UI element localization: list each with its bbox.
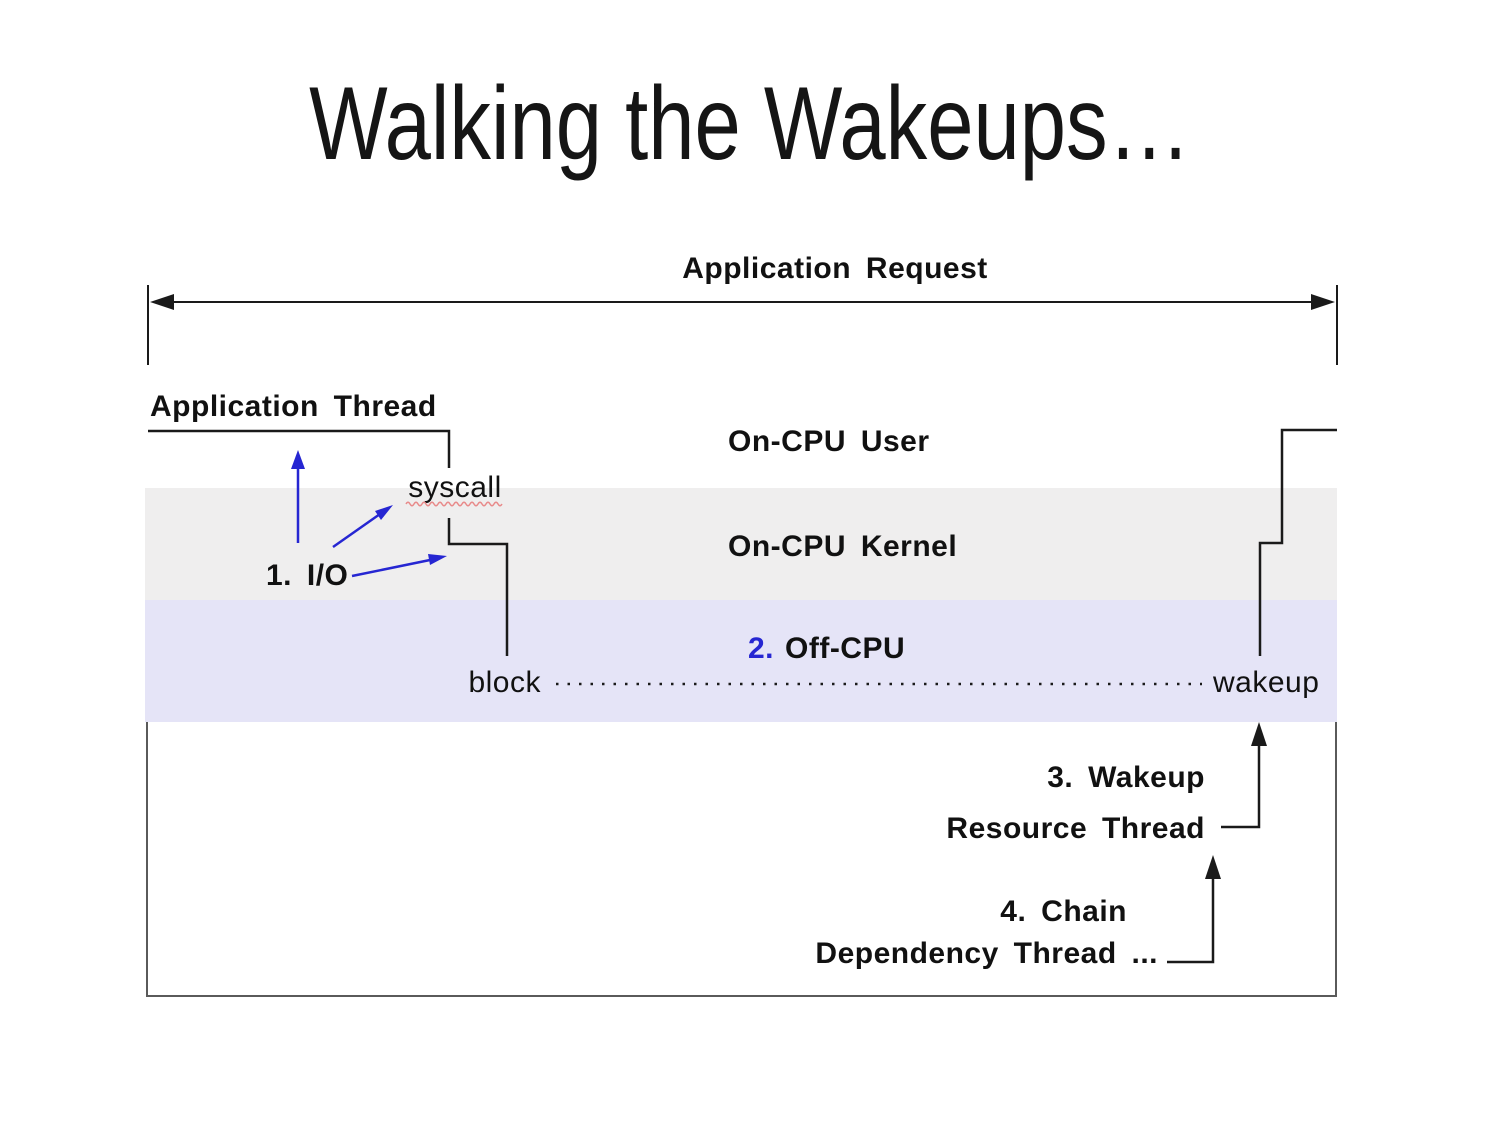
- dependency-chain-arrow-line: [1167, 877, 1215, 964]
- io-step-label: 1. I/O: [266, 559, 348, 592]
- application-thread-label: Application Thread: [150, 390, 437, 423]
- chain-step-label: 4. Chain: [1000, 895, 1127, 928]
- wakeup-annotation: 3. Wakeup Resource Thread: [946, 722, 1267, 845]
- resource-thread-label: Resource Thread: [946, 812, 1205, 845]
- io-arrow-block-shaft: [351, 558, 431, 578]
- block-label: block: [468, 666, 541, 699]
- dependency-chain-arrowhead-icon: [1205, 855, 1221, 879]
- off-cpu-label: 2. Off-CPU: [748, 632, 905, 665]
- wakeup-label: wakeup: [1212, 666, 1319, 699]
- syscall-label: syscall: [408, 471, 502, 504]
- io-annotation: 1. I/O: [266, 450, 447, 592]
- on-cpu-user-label: On-CPU User: [728, 425, 930, 458]
- off-cpu-text: Off-CPU: [785, 632, 905, 665]
- off-cpu-band: [145, 600, 1337, 722]
- wakeup-step-label: 3. Wakeup: [1047, 761, 1205, 794]
- io-arrow-syscall-head-icon: [375, 505, 393, 520]
- io-arrow-syscall-shaft: [332, 512, 381, 549]
- timeline-bands: [145, 488, 1337, 722]
- on-cpu-kernel-band: [145, 488, 1337, 600]
- request-arrowhead-right-icon: [1311, 294, 1335, 310]
- io-arrow-block-head-icon: [428, 554, 447, 565]
- thread-oncpu-line: [148, 429, 451, 468]
- off-cpu-number: 2.: [748, 632, 774, 665]
- thread-block-step-line: [447, 518, 509, 656]
- resource-wakeup-arrowhead-icon: [1251, 722, 1267, 746]
- dependency-thread-label: Dependency Thread ...: [815, 937, 1158, 970]
- slide-title: Walking the Wakeups…: [309, 66, 1191, 182]
- application-request-span: Application Request: [147, 252, 1338, 365]
- thread-wakeup-step-line: [1258, 428, 1337, 656]
- thread-timeline: Application Thread syscall block wakeup: [148, 390, 1337, 699]
- io-arrow-up-head-icon: [291, 450, 305, 469]
- on-cpu-kernel-label: On-CPU Kernel: [728, 530, 957, 563]
- request-arrowhead-left-icon: [150, 294, 174, 310]
- application-request-label: Application Request: [682, 252, 988, 285]
- resource-wakeup-arrow-line: [1221, 744, 1261, 829]
- band-labels: On-CPU User On-CPU Kernel 2. Off-CPU: [728, 425, 957, 665]
- chain-annotation: 4. Chain Dependency Thread ...: [815, 855, 1221, 970]
- syscall-squiggle-underline: [405, 501, 503, 507]
- diagram-box-border: [146, 722, 1337, 997]
